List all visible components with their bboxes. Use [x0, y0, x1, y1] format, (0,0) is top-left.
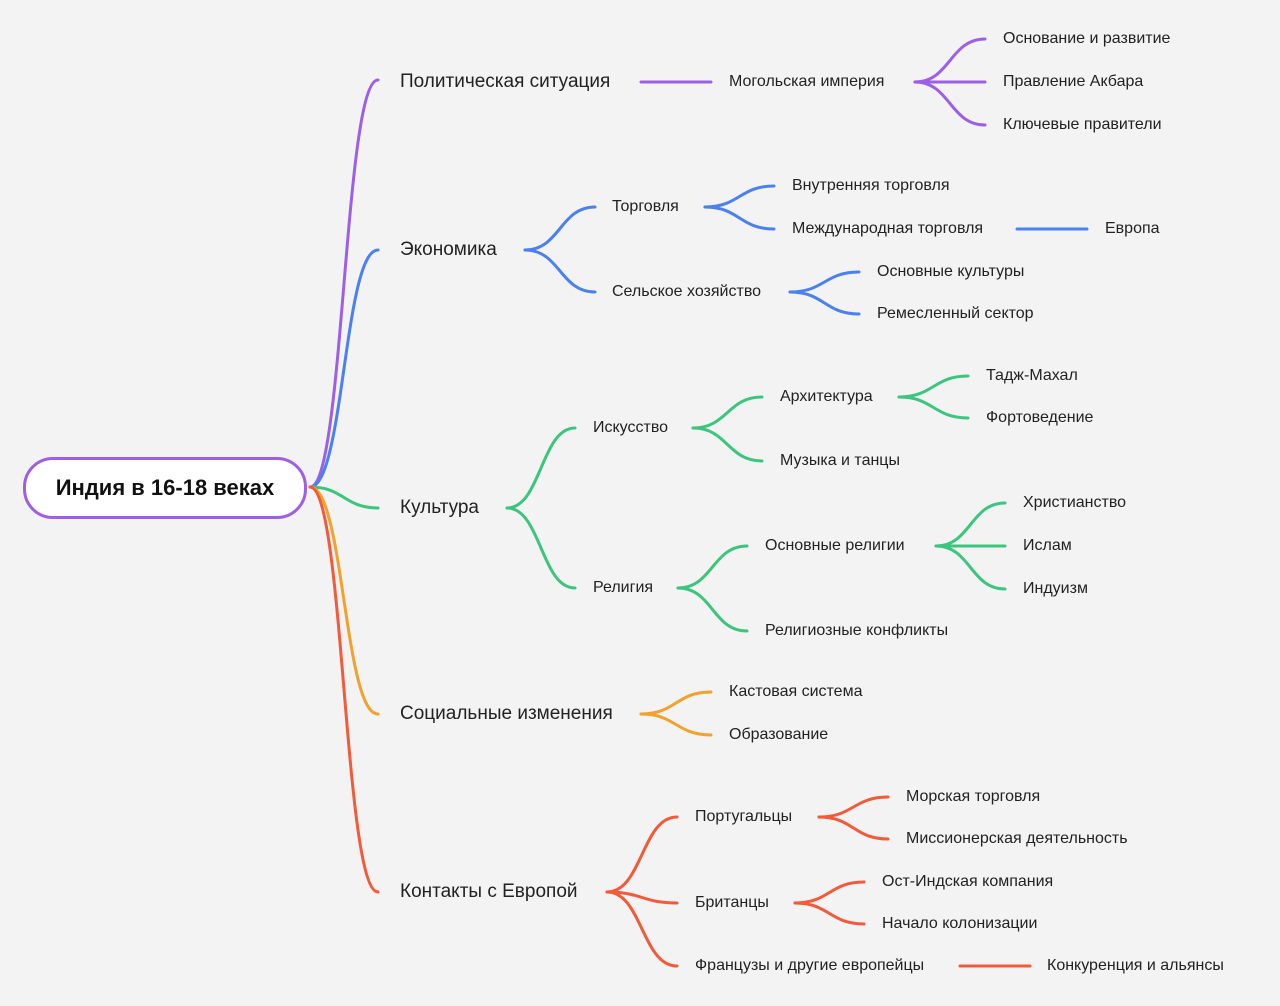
node-international-trade[interactable]: Международная торговля: [792, 220, 984, 237]
node-leaf[interactable]: Индуизм: [1023, 580, 1088, 597]
node-british[interactable]: Британцы: [695, 894, 769, 911]
node-leaf[interactable]: Ремесленный сектор: [877, 305, 1034, 322]
node-economy[interactable]: Экономика: [400, 239, 497, 260]
connector-blue: [703, 205, 776, 231]
connector-orange: [639, 712, 713, 737]
node-leaf[interactable]: Тадж-Махал: [986, 367, 1078, 384]
connector-blue: [788, 290, 861, 316]
connector-blue: [523, 248, 597, 294]
node-leaf[interactable]: Ключевые правители: [1003, 116, 1162, 133]
node-leaf[interactable]: Фортоведение: [986, 409, 1094, 426]
node-contacts[interactable]: Контакты с Европой: [400, 881, 578, 902]
connector-red: [793, 880, 866, 905]
node-trade[interactable]: Торговля: [612, 198, 679, 215]
node-religion[interactable]: Религия: [593, 579, 654, 596]
connector-green: [691, 426, 764, 463]
node-leaf[interactable]: Образование: [729, 726, 829, 743]
node-french[interactable]: Французы и другие европейцы: [695, 957, 925, 974]
connector-blue: [703, 184, 776, 209]
node-culture[interactable]: Культура: [400, 497, 479, 518]
connector-purple: [913, 80, 987, 127]
connector-blue: [523, 205, 597, 252]
node-mughal-empire[interactable]: Могольская империя: [729, 73, 885, 90]
connector-green: [676, 544, 749, 590]
node-leaf[interactable]: Основание и развитие: [1003, 30, 1171, 47]
connector-blue: [788, 270, 861, 294]
connector-green: [934, 544, 1007, 591]
connector-orange: [308, 485, 380, 716]
node-portuguese[interactable]: Португальцы: [695, 808, 793, 825]
node-art[interactable]: Искусство: [593, 419, 669, 436]
connector-green: [505, 506, 577, 590]
node-agriculture[interactable]: Сельское хозяйство: [612, 283, 762, 300]
connector-green: [934, 501, 1007, 548]
connector-green: [897, 395, 970, 420]
node-leaf[interactable]: Морская торговля: [906, 788, 1041, 805]
connector-purple: [308, 78, 380, 489]
connector-orange: [639, 690, 713, 716]
connector-red: [793, 901, 866, 926]
node-leaf[interactable]: Правление Акбара: [1003, 73, 1144, 90]
connector-red: [605, 890, 679, 968]
root-node[interactable]: Индия в 16-18 веках: [23, 457, 307, 519]
connector-purple: [913, 37, 987, 84]
node-leaf[interactable]: Европа: [1105, 220, 1160, 237]
connector-green: [897, 374, 970, 399]
node-politics[interactable]: Политическая ситуация: [400, 71, 611, 92]
node-leaf[interactable]: Внутренняя торговля: [792, 177, 950, 194]
node-leaf[interactable]: Миссионерская деятельность: [906, 830, 1128, 847]
node-architecture[interactable]: Архитектура: [780, 388, 873, 405]
connector-green: [505, 426, 577, 510]
node-social[interactable]: Социальные изменения: [400, 703, 613, 724]
node-main-religions[interactable]: Основные религии: [765, 537, 905, 554]
node-leaf[interactable]: Религиозные конфликты: [765, 622, 949, 639]
node-leaf[interactable]: Музыка и танцы: [780, 452, 900, 469]
node-leaf[interactable]: Ост-Индская компания: [882, 873, 1054, 890]
connector-red: [605, 815, 679, 894]
node-leaf[interactable]: Начало колонизации: [882, 915, 1038, 932]
connector-red: [817, 815, 890, 841]
connector-green: [691, 395, 764, 430]
node-leaf[interactable]: Кастовая система: [729, 683, 863, 700]
connector-green: [308, 485, 380, 510]
connector-red: [817, 795, 890, 819]
node-leaf[interactable]: Ислам: [1023, 537, 1072, 554]
connector-green: [676, 586, 749, 633]
connector-blue: [308, 248, 380, 489]
node-leaf[interactable]: Основные культуры: [877, 263, 1025, 280]
node-leaf[interactable]: Христианство: [1023, 494, 1127, 511]
connector-red: [308, 485, 380, 894]
node-leaf[interactable]: Конкуренция и альянсы: [1047, 957, 1224, 974]
